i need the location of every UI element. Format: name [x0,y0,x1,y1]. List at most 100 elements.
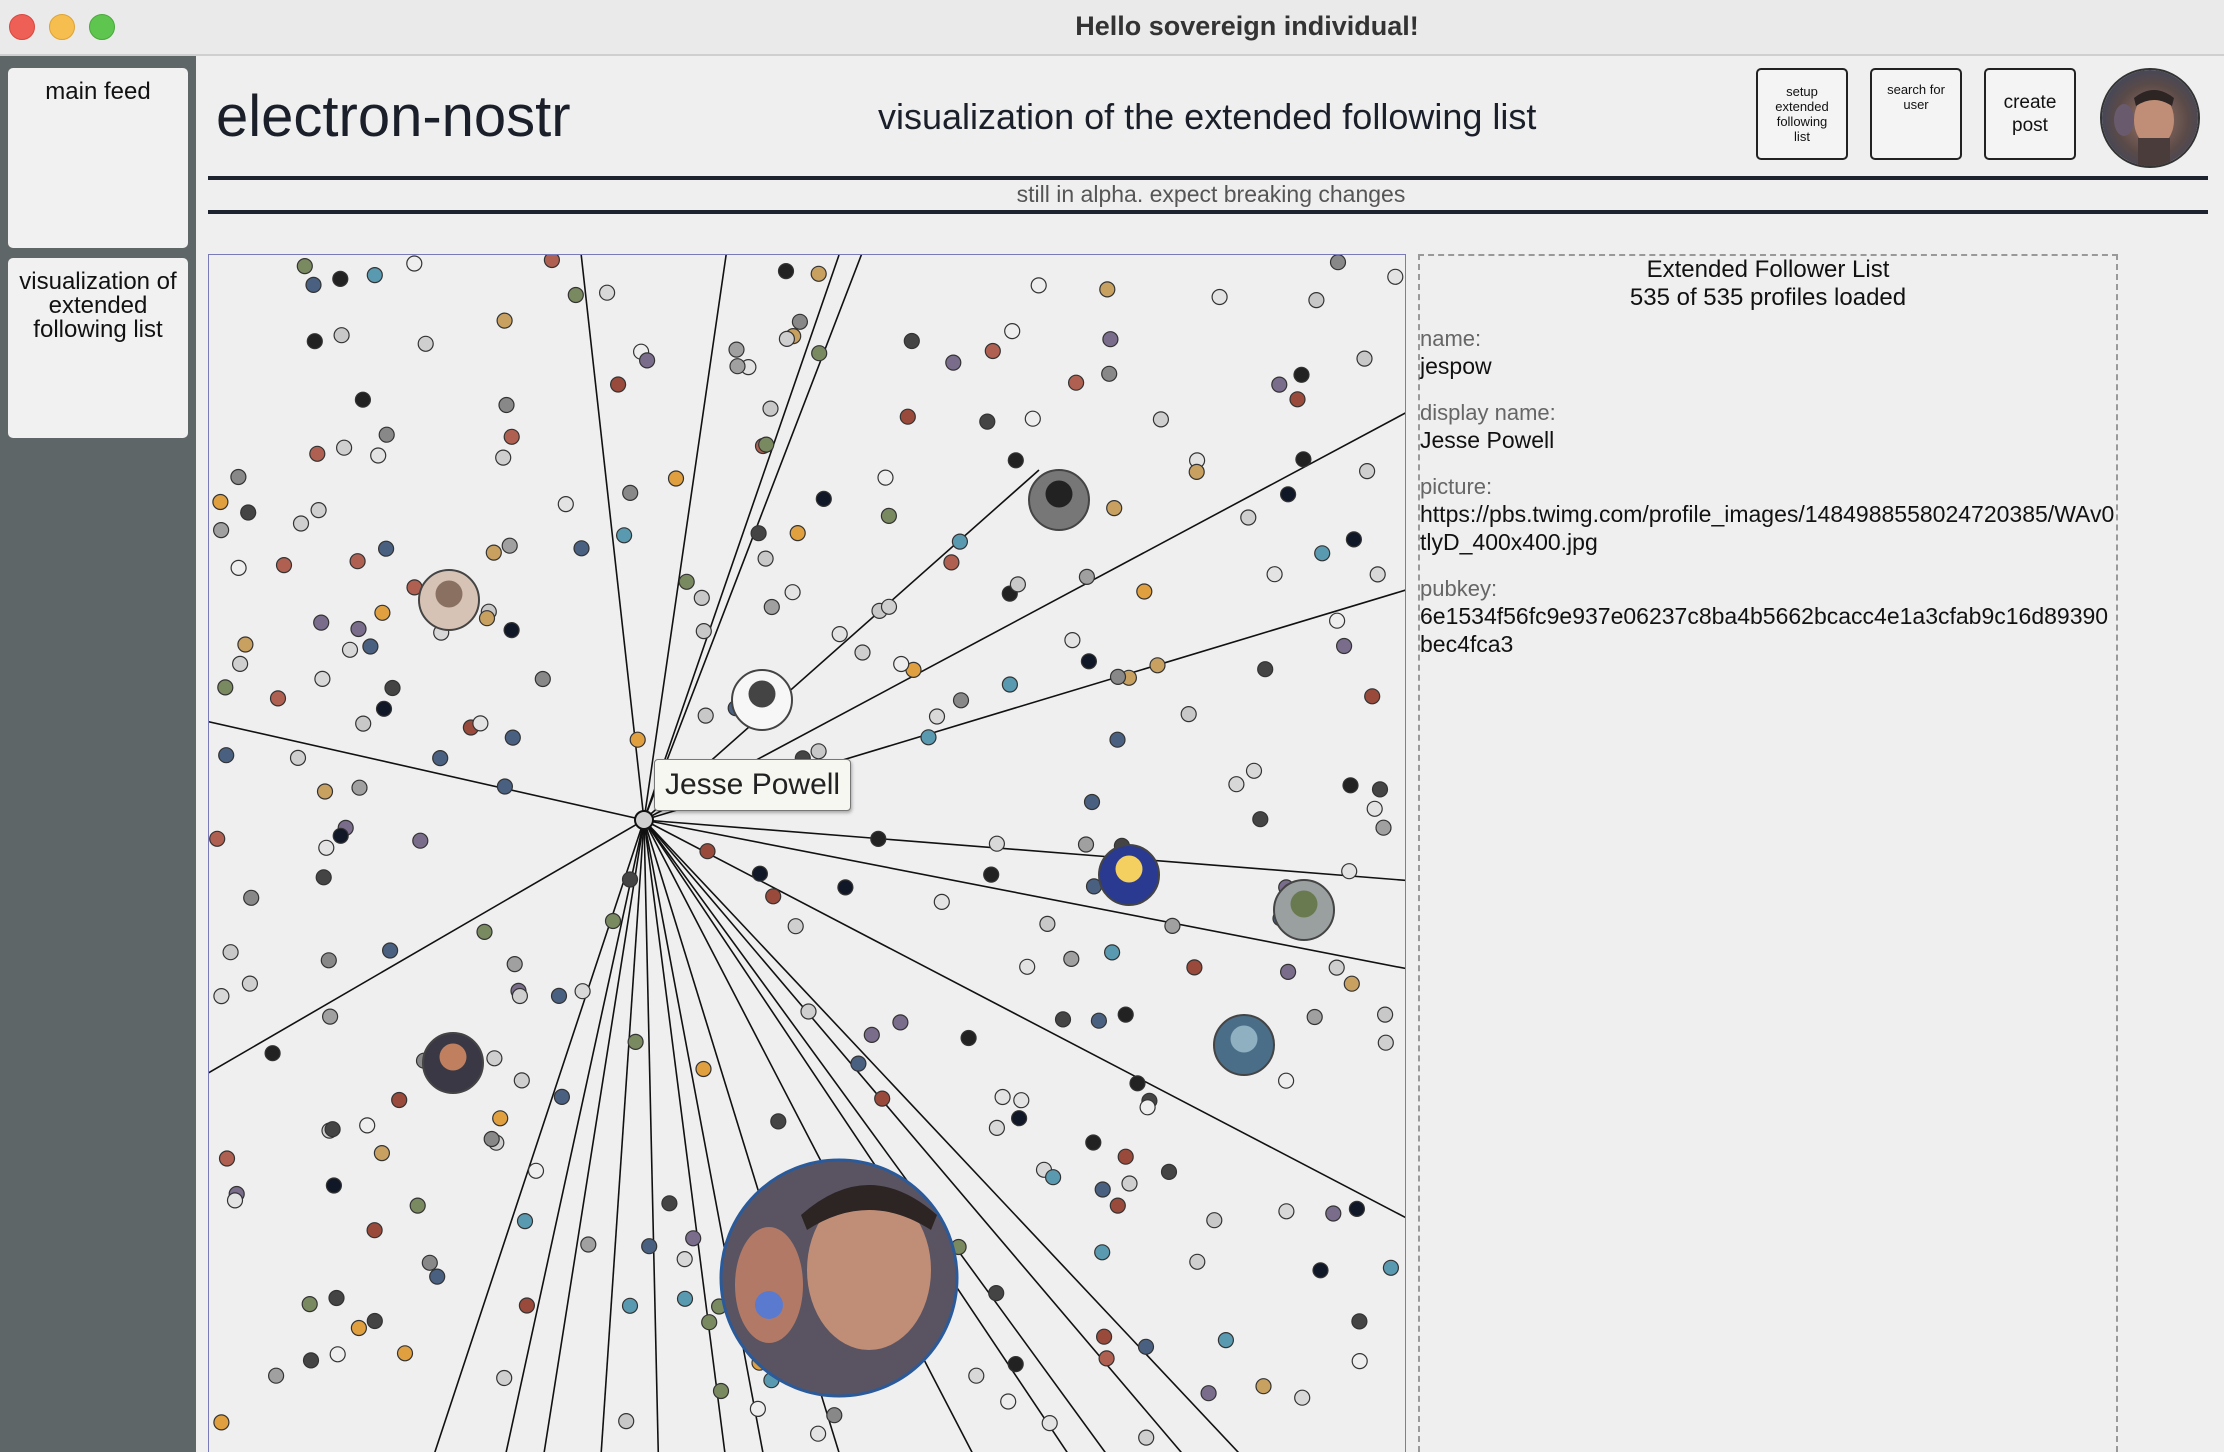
graph-node[interactable] [1366,800,1383,817]
graph-node[interactable] [960,1029,977,1047]
graph-node[interactable] [213,522,230,539]
graph-node[interactable] [661,1195,678,1212]
graph-node[interactable] [1180,706,1197,723]
graph-node[interactable] [945,354,962,371]
graph-node[interactable] [218,747,235,764]
graph-node[interactable] [893,655,910,673]
graph-node[interactable] [1004,322,1021,340]
graph-node[interactable] [1295,451,1312,468]
graph-node[interactable] [837,879,854,896]
graph-node[interactable] [854,644,871,661]
graph-node[interactable] [1044,1169,1062,1186]
graph-node[interactable] [695,1060,712,1078]
graph-node[interactable] [378,426,395,443]
close-window-button[interactable] [9,14,35,40]
graph-node[interactable] [511,987,528,1005]
graph-node[interactable] [1387,268,1404,285]
graph-node[interactable] [880,507,898,524]
graph-node[interactable] [269,690,287,707]
graph-node[interactable] [639,352,656,369]
graph-node[interactable] [1098,1350,1115,1367]
graph-node[interactable] [429,1268,446,1285]
graph-node[interactable] [784,584,801,601]
graph-node[interactable] [787,918,804,935]
graph-node[interactable] [1189,1253,1206,1270]
sidebar-item-visualization[interactable]: visualization of extended following list [8,258,188,438]
graph-node[interactable] [994,1088,1011,1106]
graph-node[interactable] [1009,576,1027,593]
graph-node[interactable] [332,270,349,287]
graph-node[interactable] [1364,688,1381,705]
graph-node[interactable] [354,391,371,408]
graph-node[interactable] [230,559,247,576]
graph-node[interactable] [1039,915,1056,933]
graph-node[interactable] [240,504,257,521]
graph-node[interactable] [218,1150,236,1167]
graph-node[interactable] [616,527,633,544]
selected-node[interactable] [634,810,654,830]
graph-node[interactable] [943,554,960,571]
graph-node[interactable] [472,715,489,732]
graph-node[interactable] [1095,1328,1113,1345]
graph-node[interactable] [892,1014,909,1031]
graph-node[interactable] [610,376,627,393]
graph-node[interactable] [988,1284,1005,1302]
graph-node[interactable] [1252,811,1269,828]
graph-node[interactable] [306,333,323,350]
graph-node[interactable] [952,692,970,709]
graph-node[interactable] [325,1177,343,1194]
graph-node[interactable] [1063,950,1080,968]
sidebar-item-main-feed[interactable]: main feed [8,68,188,248]
graph-node[interactable] [988,835,1006,852]
graph-node[interactable] [396,1345,414,1362]
graph-node[interactable] [1345,531,1363,548]
graph-node[interactable] [778,330,796,348]
graph-node[interactable] [1312,1262,1329,1279]
graph-node[interactable] [621,871,639,888]
graph-node[interactable] [1255,1378,1272,1395]
graph-node[interactable] [324,1121,341,1138]
graph-node[interactable] [513,1072,530,1089]
create-post-button[interactable]: create post [1984,68,2076,160]
graph-node[interactable] [1217,1331,1235,1349]
graph-node[interactable] [314,670,331,687]
graph-node[interactable] [1077,836,1095,853]
graph-node[interactable] [1117,1006,1134,1023]
graph-node[interactable] [351,779,368,796]
maximize-window-button[interactable] [89,14,115,40]
graph-node[interactable] [483,1130,500,1148]
graph-node[interactable] [1000,1393,1017,1410]
graph-node[interactable] [1064,632,1081,649]
graph-node[interactable] [1019,958,1036,975]
graph-node[interactable] [1328,612,1346,629]
graph-node[interactable] [289,749,307,766]
graph-node[interactable] [899,408,916,425]
graph-node[interactable] [310,502,327,519]
graph-node[interactable] [968,1367,985,1384]
graph-node[interactable] [320,952,337,969]
graph-node[interactable] [1001,676,1019,693]
graph-node[interactable] [350,620,367,638]
graph-node[interactable] [1054,1011,1072,1028]
graph-node[interactable] [621,1297,639,1314]
graph-node[interactable] [757,550,774,567]
graph-node[interactable] [328,1289,345,1307]
graph-node[interactable] [580,1236,597,1253]
graph-node[interactable] [758,436,775,453]
graph-node[interactable] [1277,1072,1295,1089]
graph-node[interactable] [230,468,247,486]
graph-node[interactable] [751,865,769,882]
graph-node[interactable] [1351,1313,1368,1330]
graph-node[interactable] [1266,566,1283,583]
graph-node[interactable] [810,743,827,760]
graph-node[interactable] [1382,1259,1400,1276]
graph-node[interactable] [495,449,512,466]
graph-node[interactable] [933,893,950,911]
graph-node[interactable] [496,1369,513,1387]
graph-node[interactable] [1343,975,1360,992]
graph-node[interactable] [1328,959,1345,976]
graph-node[interactable] [749,1400,767,1418]
graph-node[interactable] [870,830,887,848]
graph-node[interactable] [667,470,685,487]
graph-node[interactable] [275,557,293,574]
